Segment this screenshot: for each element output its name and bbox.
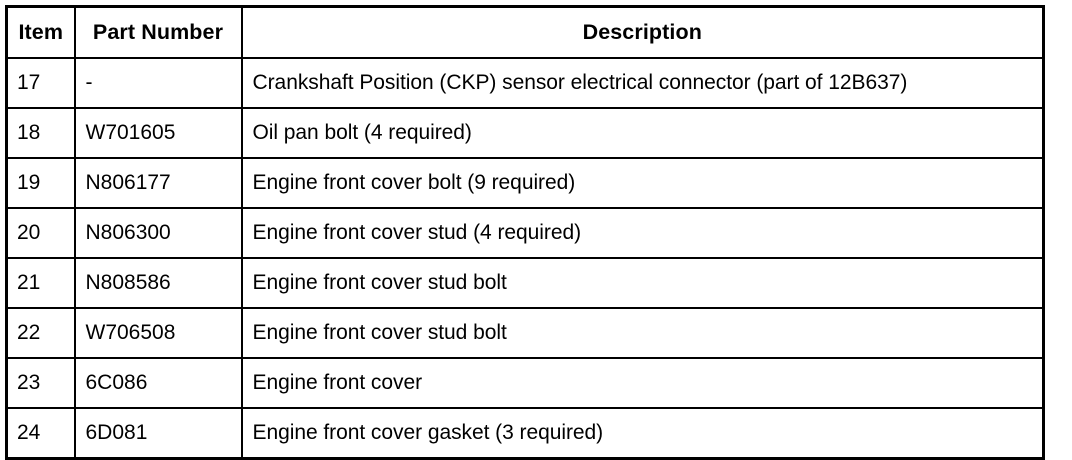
cell-item: 24 [5,407,76,460]
table-row: 19 N806177 Engine front cover bolt (9 re… [5,157,1045,209]
table-row: 22 W706508 Engine front cover stud bolt [5,307,1045,359]
cell-item: 20 [5,207,76,259]
column-header-part-number: Part Number [73,5,243,59]
table-row: 23 6C086 Engine front cover [5,357,1045,409]
cell-item: 17 [5,57,76,109]
cell-part-number: 6C086 [73,357,243,409]
table-row: 17 - Crankshaft Position (CKP) sensor el… [5,57,1045,109]
cell-item: 22 [5,307,76,359]
table-header-row: Item Part Number Description [5,5,1045,59]
cell-description: Engine front cover gasket (3 required) [240,407,1045,460]
table-row: 21 N808586 Engine front cover stud bolt [5,257,1045,309]
table-header: Item Part Number Description [5,5,1045,59]
column-header-item: Item [5,5,76,59]
cell-description: Engine front cover stud bolt [240,257,1045,309]
cell-description: Crankshaft Position (CKP) sensor electri… [240,57,1045,109]
cell-item: 23 [5,357,76,409]
page-root: Item Part Number Description 17 - Cranks… [5,5,1045,460]
cell-part-number: - [73,57,243,109]
cell-part-number: N808586 [73,257,243,309]
cell-description: Engine front cover bolt (9 required) [240,157,1045,209]
parts-list-table: Item Part Number Description 17 - Cranks… [5,5,1045,460]
cell-part-number: W706508 [73,307,243,359]
table-row: 24 6D081 Engine front cover gasket (3 re… [5,407,1045,460]
cell-description: Oil pan bolt (4 required) [240,107,1045,159]
table-row: 20 N806300 Engine front cover stud (4 re… [5,207,1045,259]
column-header-description: Description [240,5,1045,59]
cell-part-number: W701605 [73,107,243,159]
table-row: 18 W701605 Oil pan bolt (4 required) [5,107,1045,159]
cell-description: Engine front cover stud bolt [240,307,1045,359]
cell-item: 19 [5,157,76,209]
table-body: 17 - Crankshaft Position (CKP) sensor el… [5,57,1045,460]
cell-part-number: N806300 [73,207,243,259]
cell-item: 21 [5,257,76,309]
cell-item: 18 [5,107,76,159]
cell-part-number: N806177 [73,157,243,209]
cell-part-number: 6D081 [73,407,243,460]
cell-description: Engine front cover stud (4 required) [240,207,1045,259]
cell-description: Engine front cover [240,357,1045,409]
